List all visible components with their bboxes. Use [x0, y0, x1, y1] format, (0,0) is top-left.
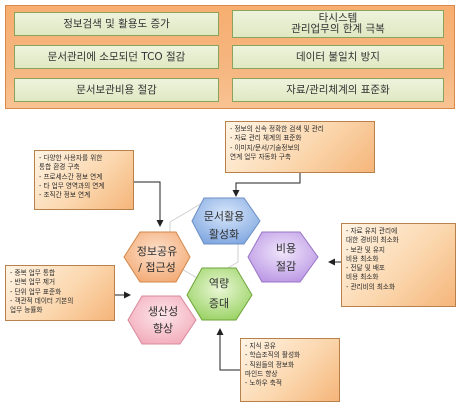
note-line: 연계 업무 자동화 구축 — [230, 152, 291, 161]
benefit-text: 타시스템 — [318, 12, 358, 24]
note-line: - 전달 및 배포 — [346, 264, 385, 273]
note-line: 대한 경비의 최소화 — [346, 236, 399, 245]
note-line: - 직원들의 정보화 — [245, 360, 295, 369]
hex-label: 활성화 — [209, 227, 239, 241]
note-line: - 관리비의 최소화 — [346, 282, 396, 291]
hex-label: 증대 — [209, 297, 229, 310]
benefit-box-tco: 문서관리에 소모되던 TCO 절감 — [14, 45, 219, 69]
note-line: 통합 환경 구축 — [39, 163, 80, 172]
hex-label: 정보공유 — [137, 245, 177, 258]
note-line: - 정보의 신속 정확한 검색 및 관리 — [230, 125, 324, 133]
note-line: - 객관적 데이터 기본의 — [10, 296, 74, 305]
benefit-box-system-limit: 타시스템 관리업무의 한계 극복 — [232, 10, 444, 38]
note-line: 비용 최소화 — [346, 254, 379, 263]
hex-label: 생산성 — [148, 305, 178, 318]
note-line: - 타 업무 영역과의 연계 — [39, 181, 105, 190]
note-line: - 자료 관리 체계의 표준화 — [230, 134, 302, 143]
benefit-text: 자료/관리체계의 표준화 — [286, 83, 390, 96]
note-line: - 중복 업무 통합 — [10, 269, 56, 277]
benefit-text: 정보검색 및 활용도 증가 — [63, 17, 170, 30]
note-line: 마인드 향상 — [245, 369, 278, 378]
hex-label: / 접근성 — [138, 261, 176, 274]
arrow-capability — [216, 328, 240, 371]
arrow-info-sharing — [134, 181, 164, 227]
arrow-doc-utilization — [232, 173, 301, 197]
note-line: 비용 최소화 — [346, 273, 379, 282]
note-line: - 노하우 축적 — [245, 379, 282, 388]
benefit-text: 문서관리에 소모되던 TCO 절감 — [47, 50, 186, 63]
benefit-text: 데이터 불일치 방지 — [296, 50, 380, 63]
note-line: - 자료 유지 관리에 — [346, 227, 398, 235]
benefit-box-standardization: 자료/관리체계의 표준화 — [232, 78, 444, 102]
hex-label: 문서활용 — [204, 209, 244, 223]
hex-label: 역량 — [209, 277, 229, 290]
note-cost-reduction: - 자료 유지 관리에 대한 경비의 최소화 - 보관 및 유지 비용 최소화 … — [341, 223, 456, 307]
note-document-utilization: - 정보의 신속 정확한 검색 및 관리 - 자료 관리 체계의 표준화 - 이… — [225, 121, 375, 173]
note-line: - 지식 공유 — [245, 342, 276, 350]
hex-capability: 역량 증대 — [186, 267, 253, 321]
note-line: - 학습조직의 활성화 — [245, 351, 301, 360]
benefit-text: 문서보관비용 절감 — [76, 83, 157, 96]
hex-productivity: 생산성 향상 — [127, 295, 197, 345]
hex-info-sharing: 정보공유 / 접근성 — [123, 231, 191, 283]
hex-label: 절감 — [276, 260, 296, 273]
benefit-text: 관리업무의 한계 극복 — [291, 23, 385, 35]
note-line: - 보관 및 유지 — [346, 245, 385, 254]
note-line: - 단위 업무 표준화 — [10, 287, 62, 296]
hex-document-utilization: 문서활용 활성화 — [191, 197, 261, 245]
note-line: - 이미지/문서/기술정보의 — [230, 143, 300, 152]
benefit-box-storage-cost: 문서보관비용 절감 — [14, 78, 219, 102]
note-capability: - 지식 공유 - 학습조직의 활성화 - 직원들의 정보화 마인드 향상 - … — [240, 338, 340, 402]
note-line: - 프로세스간 정보 연계 — [39, 172, 103, 181]
hex-label: 향상 — [153, 322, 173, 335]
note-line: - 반복 업무 제거 — [10, 278, 56, 287]
note-line: - 조직간 정보 연계 — [39, 191, 91, 200]
hex-cost-reduction: 비용 절감 — [247, 231, 319, 283]
note-line: - 다양한 사용자를 위한 — [39, 154, 103, 162]
benefit-box-data-consistency: 데이터 불일치 방지 — [232, 45, 444, 69]
hex-label: 비용 — [276, 242, 296, 255]
note-productivity: - 중복 업무 통합 - 반복 업무 제거 - 단위 업무 표준화 - 객관적 … — [5, 265, 115, 321]
note-line: 업무 능률화 — [10, 306, 43, 315]
note-information-sharing: - 다양한 사용자를 위한 통합 환경 구축 - 프로세스간 정보 연계 - 타… — [34, 150, 134, 210]
benefit-box-search: 정보검색 및 활용도 증가 — [14, 12, 219, 36]
